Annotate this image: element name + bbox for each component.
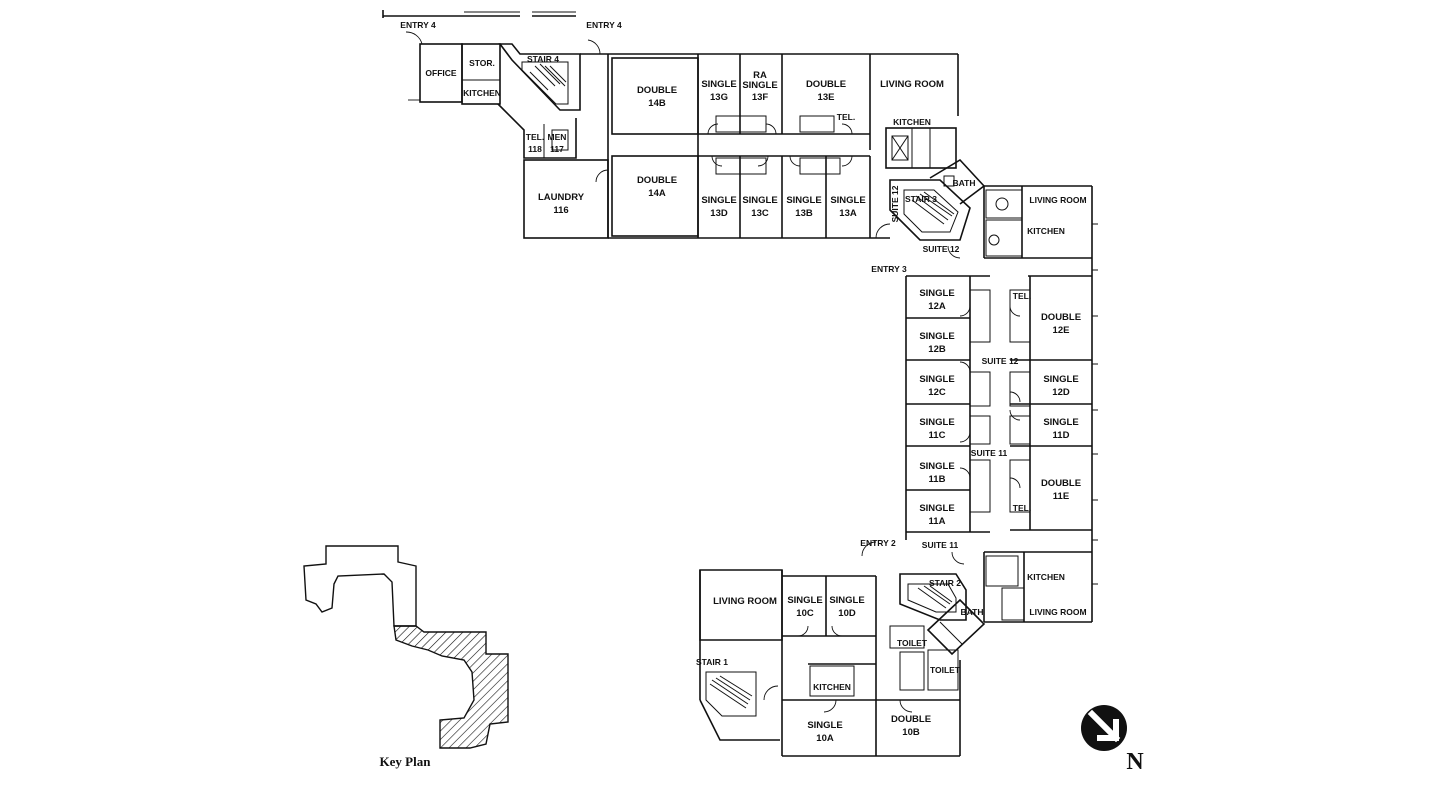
label-single-13a-num: 13A [839,208,857,219]
label-kitchen-11: KITCHEN [1027,572,1065,582]
label-ra-13f-num: 13F [752,92,769,103]
stair-2-core [861,541,1092,656]
label-double-14b-num: 14B [648,98,666,109]
label-single-10c: SINGLE [787,595,822,606]
label-single-12d-num: 12D [1052,387,1070,398]
label-double-14b: DOUBLE [637,85,677,96]
label-living-12: LIVING ROOM [1029,195,1086,205]
label-single-11b-num: 11B [929,474,946,485]
north-wing [607,53,959,239]
label-toilet-a: TOILET [897,638,928,648]
label-single-12a-num: 12A [928,301,946,312]
label-single-12b: SINGLE [919,331,954,342]
east-wing [905,185,1098,622]
label-suite-11-b: SUITE 11 [922,540,959,550]
key-plan-building-outline [303,545,417,627]
label-single-12b-num: 12B [928,344,946,355]
label-double-13e: DOUBLE [806,79,846,90]
label-tel-118-num: 118 [528,144,542,154]
label-kitchen-north: KITCHEN [463,88,501,98]
label-stair-1: STAIR 1 [696,657,728,667]
label-single-11a-num: 11A [929,516,946,527]
label-tel-118: TEL. [526,132,544,142]
label-single-10d-num: 10D [838,608,856,619]
label-double-11e-num: 11E [1053,491,1069,502]
label-double-11e: DOUBLE [1041,478,1081,489]
label-single-13c: SINGLE [742,195,777,206]
key-plan-highlighted-area [393,625,509,749]
label-ra-13f-single: SINGLE [742,80,777,91]
label-double-12e: DOUBLE [1041,312,1081,323]
label-double-10b-num: 10B [902,727,920,738]
label-kitchen-10: KITCHEN [813,682,851,692]
label-single-13g: SINGLE [701,79,736,90]
label-suite-11-a: SUITE 11 [971,448,1008,458]
label-single-12c: SINGLE [919,374,954,385]
label-stor: STOR. [469,58,495,68]
label-toilet-b: TOILET [930,665,961,675]
label-living-10: LIVING ROOM [713,596,777,607]
label-single-11c: SINGLE [919,417,954,428]
label-single-11a: SINGLE [919,503,954,514]
label-laundry: LAUNDRY [538,192,585,203]
label-bath-11: BATH [961,607,984,617]
stair-3-core [875,158,986,259]
label-double-10b: DOUBLE [891,714,931,725]
label-living-11: LIVING ROOM [1029,607,1086,617]
label-double-14a-num: 14A [648,188,666,199]
label-office: OFFICE [425,68,456,78]
label-entry-3: ENTRY 3 [871,264,907,274]
label-single-13g-num: 13G [710,92,728,103]
label-stair-2: STAIR 2 [929,578,961,588]
label-kitchen-12: KITCHEN [1027,226,1065,236]
label-double-12e-num: 12E [1053,325,1070,336]
label-single-13b: SINGLE [786,195,821,206]
south-wing [699,569,961,757]
label-single-13d: SINGLE [701,195,736,206]
label-single-11d-num: 11D [1053,430,1070,441]
label-ra-13f: RA [753,70,767,81]
room-labels: ENTRY 4 ENTRY 4 OFFICE STOR. KITCHEN STA… [400,20,1086,744]
label-double-13e-num: 13E [818,92,835,103]
label-single-10a-num: 10A [816,733,834,744]
label-tel-11: TEL. [1013,503,1031,513]
label-men-117-num: 117 [550,144,564,154]
label-suite-12-vertical: SUITE 12 [890,185,900,222]
label-single-13b-num: 13B [795,208,813,219]
service-wing [382,10,609,239]
key-plan: Key Plan [303,545,509,769]
label-single-13d-num: 13D [710,208,728,219]
label-suite-12-a: SUITE 12 [923,244,960,254]
label-single-10c-num: 10C [796,608,814,619]
label-tel-12: TEL. [1013,291,1031,301]
label-bath-12: BATH [953,178,976,188]
label-single-11c-num: 11C [929,430,946,441]
label-suite-12-b: SUITE 12 [982,356,1019,366]
label-single-13c-num: 13C [751,208,769,219]
label-kitchen-13: KITCHEN [893,117,931,127]
label-entry-4-left: ENTRY 4 [400,20,436,30]
label-entry-2: ENTRY 2 [860,538,896,548]
label-stair-4: STAIR 4 [527,54,559,64]
label-single-12d: SINGLE [1043,374,1078,385]
north-arrow-icon: N [1081,705,1144,775]
label-single-10d: SINGLE [829,595,864,606]
label-men-117: MEN [548,132,567,142]
label-double-14a: DOUBLE [637,175,677,186]
label-single-12c-num: 12C [928,387,946,398]
label-single-11d: SINGLE [1043,417,1078,428]
label-single-11b: SINGLE [919,461,954,472]
label-single-12a: SINGLE [919,288,954,299]
key-plan-title: Key Plan [380,754,432,769]
label-laundry-num: 116 [553,205,568,216]
label-single-10a: SINGLE [807,720,842,731]
label-stair-3: STAIR 3 [905,194,937,204]
label-single-13a: SINGLE [830,195,865,206]
north-arrow-letter: N [1126,749,1144,775]
label-living-13: LIVING ROOM [880,79,944,90]
label-tel-13: TEL. [837,112,855,122]
label-entry-4-right: ENTRY 4 [586,20,622,30]
